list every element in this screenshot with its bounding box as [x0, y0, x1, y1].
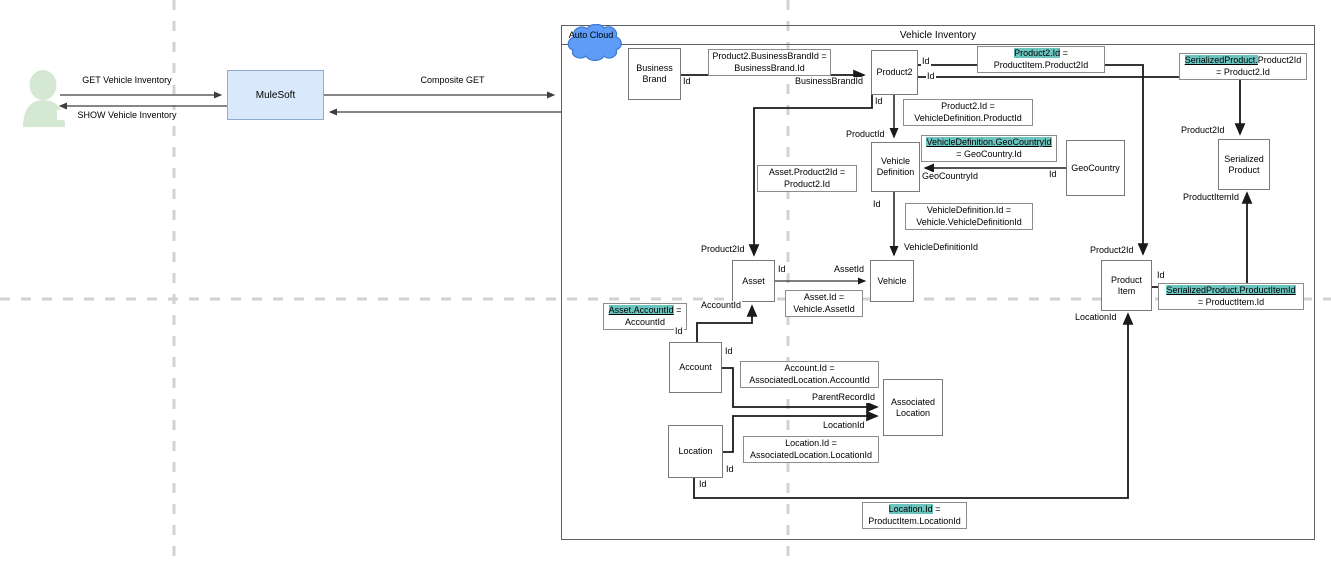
composite-get-label: Composite GET — [395, 75, 510, 85]
edge-label-id-businessbrand: Id — [682, 76, 692, 87]
entity-product-item[interactable]: Product Item — [1101, 260, 1152, 311]
user-actor-icon[interactable] — [22, 69, 66, 127]
cloud-icon — [567, 23, 622, 62]
edge-label-id-productitem-right: Id — [1156, 270, 1166, 281]
get-request-label: GET Vehicle Inventory — [60, 75, 194, 85]
edge-label-id-location-right: Id — [725, 464, 735, 475]
entity-asset[interactable]: Asset — [732, 260, 775, 302]
edge-label-id-location-bottom: Id — [698, 479, 708, 490]
entity-vehicle-definition[interactable]: Vehicle Definition — [871, 142, 920, 192]
edge-label-product2id-productitem: Product2Id — [1089, 245, 1135, 256]
vehicle-inventory-boundary[interactable]: Vehicle Inventory — [561, 25, 1315, 540]
relation-serializedproduct-productitem: SerializedProduct.ProductItemId = Produc… — [1158, 283, 1304, 311]
edge-label-id-account-top: Id — [674, 326, 684, 337]
edge-productitem-serializedproduct — [1152, 191, 1253, 288]
mulesoft-node[interactable]: MuleSoft — [227, 70, 324, 120]
edge-location-productitem — [693, 312, 1134, 499]
edge-label-id-account-right: Id — [724, 346, 734, 357]
entity-vehicle[interactable]: Vehicle — [870, 260, 914, 302]
entity-business-brand[interactable]: Business Brand — [628, 48, 681, 100]
edge-label-id-product2-right-1: Id — [921, 56, 931, 67]
relation-asset-account: Asset.AccountId = AccountId — [603, 303, 687, 331]
relation-product2-vehicledefinition: Product2.Id = VehicleDefinition.ProductI… — [903, 99, 1033, 127]
entity-account[interactable]: Account — [669, 342, 722, 393]
edge-label-product2id-asset: Product2Id — [700, 244, 746, 255]
edge-label-parentrecordid: ParentRecordId — [811, 392, 877, 403]
edge-label-locationid-productitem: LocationId — [1074, 312, 1118, 323]
boundary-title: Vehicle Inventory — [562, 26, 1314, 45]
auto-cloud-node[interactable]: Auto Cloud — [560, 23, 622, 62]
actor-body — [23, 100, 65, 127]
edge-label-geocountryid: GeoCountryId — [921, 171, 980, 182]
relation-asset-product2: Asset.Product2Id = Product2.Id — [757, 165, 857, 193]
relation-location-productitem: Location.Id = ProductItem.LocationId — [862, 502, 967, 530]
relation-product2-productitem: Product2.Id = ProductItem.Product2Id — [977, 46, 1105, 74]
cloud-label: Auto Cloud — [568, 30, 614, 40]
edge-label-productid: ProductId — [845, 129, 886, 140]
edge-label-product2id-serializedproduct: Product2Id — [1180, 125, 1226, 136]
relation-location-associatedlocation: Location.Id = AssociatedLocation.Locatio… — [743, 436, 879, 464]
edge-label-assetid: AssetId — [833, 264, 866, 275]
entity-product2[interactable]: Product2 — [871, 50, 918, 95]
relation-product2-businessbrand: Product2.BusinessBrandId = BusinessBrand… — [708, 49, 831, 77]
edge-label-businessbrandid: BusinessBrandId — [794, 76, 865, 87]
edge-label-locationid-associatedlocation: LocationId — [822, 420, 866, 431]
relation-asset-vehicle: Asset.Id = Vehicle.AssetId — [785, 290, 863, 318]
edge-label-id-product2-right-2: Id — [926, 71, 936, 82]
edge-account-associatedlocation — [722, 367, 879, 413]
entity-geocountry[interactable]: GeoCountry — [1066, 140, 1125, 196]
edge-label-id-geocountry: Id — [1048, 169, 1058, 180]
edge-label-productitemid: ProductItemId — [1182, 192, 1241, 203]
edge-product2-asset — [748, 95, 873, 257]
edge-label-id-vehicledefinition-bottom: Id — [872, 199, 882, 210]
edge-label-vehicledefinitionid: VehicleDefinitionId — [903, 242, 980, 253]
entity-associated-location[interactable]: Associated Location — [883, 379, 943, 436]
relation-serializedproduct-product2: SerializedProduct.Product2Id = Product2.… — [1179, 53, 1307, 81]
actor-head — [29, 70, 57, 100]
relation-account-associatedlocation: Account.Id = AssociatedLocation.AccountI… — [740, 361, 879, 389]
edge-label-id-product2-bottom: Id — [874, 96, 884, 107]
entity-location[interactable]: Location — [668, 425, 723, 478]
relation-vehicledefinition-geocountry: VehicleDefinition.GeoCountryId = GeoCoun… — [921, 135, 1057, 163]
edge-label-id-asset-right: Id — [777, 264, 787, 275]
relation-vehicledefinition-vehicle: VehicleDefinition.Id = Vehicle.VehicleDe… — [905, 203, 1033, 231]
edge-label-accountid-asset: AccountId — [700, 300, 743, 311]
entity-serialized-product[interactable]: Serialized Product — [1218, 139, 1270, 190]
edge-account-asset — [696, 304, 758, 342]
edge-location-associatedlocation — [723, 410, 879, 453]
show-response-label: SHOW Vehicle Inventory — [57, 110, 197, 120]
